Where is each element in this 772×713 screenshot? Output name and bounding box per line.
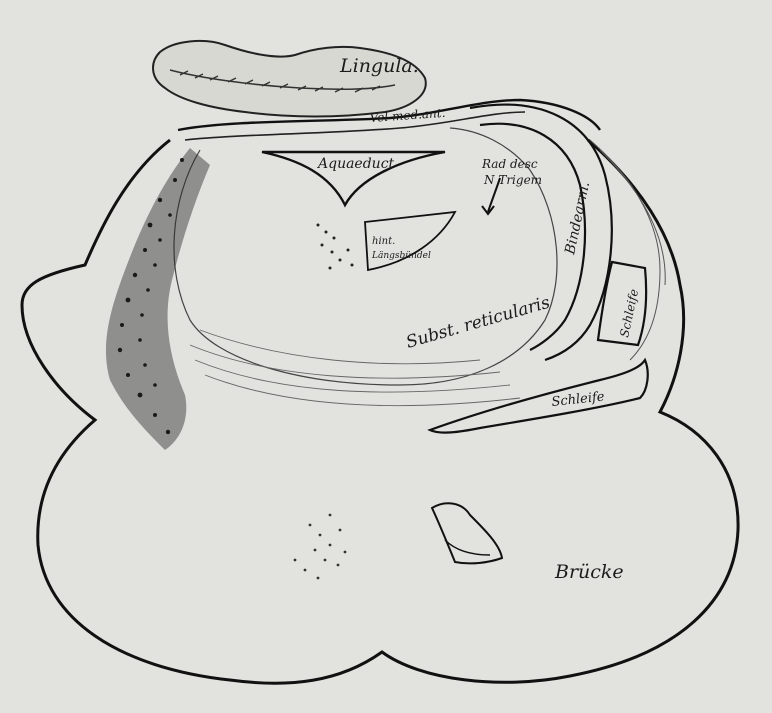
label-n-trigem: N Trigem [483,173,542,187]
label-bruecke: Brücke [554,561,624,583]
label-lingula: Lingula. [339,55,419,77]
label-aquaeduct: Aquaeduct [316,156,395,172]
label-laengsbuendel: Längsbündel [371,251,431,261]
label-hint: hint. [372,236,395,247]
label-rad-desc: Rad desc [481,157,538,171]
